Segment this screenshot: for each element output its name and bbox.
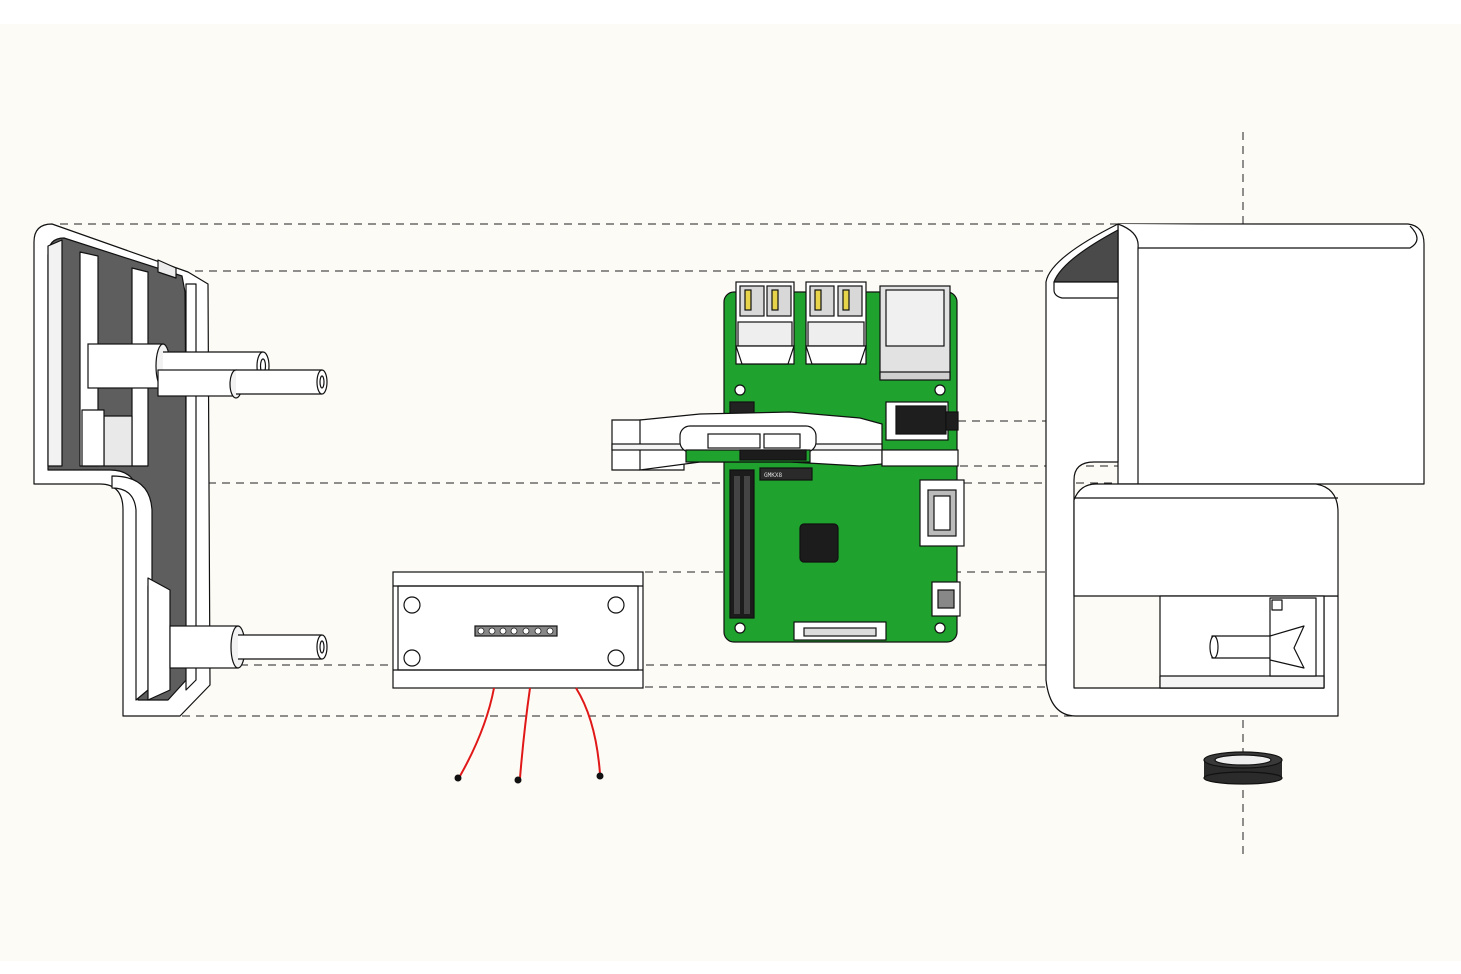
board-clip	[611, 411, 959, 471]
mount-hole	[403, 649, 421, 667]
exploded-diagram-canvas: GMKX8	[0, 24, 1461, 961]
standoffs	[87, 343, 328, 669]
sensor-board	[392, 571, 644, 689]
small-chip	[759, 467, 813, 481]
standoff-3	[169, 625, 328, 669]
raspberry-pi-board: GMKX8	[723, 281, 965, 643]
chip-marking: GMKX8	[764, 472, 782, 479]
soc-chip	[799, 523, 839, 563]
ethernet-port	[879, 285, 951, 381]
gpio-header	[729, 469, 755, 619]
rubber-foot-ring	[1203, 751, 1283, 785]
mount-hole	[607, 596, 625, 614]
sensor-wires	[454, 687, 604, 784]
audio-jack	[885, 401, 959, 441]
wire-3	[575, 687, 601, 775]
wire-2	[519, 687, 531, 779]
hdmi-port	[919, 479, 965, 547]
micro-usb-port	[931, 581, 961, 617]
mount-hole	[403, 596, 421, 614]
usb-port-1	[735, 281, 795, 365]
exploded-diagram: GMKX8	[33, 132, 1425, 860]
wire-1	[459, 687, 495, 777]
usb-port-2	[805, 281, 867, 365]
mount-hole	[607, 649, 625, 667]
enclosure-main-body	[1045, 223, 1425, 717]
standoff-2	[157, 369, 328, 399]
